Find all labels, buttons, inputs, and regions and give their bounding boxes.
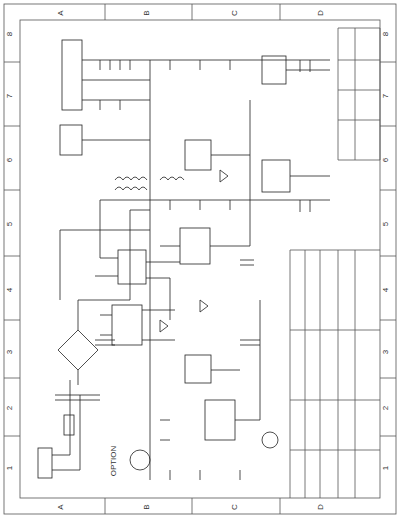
capacitor-symbol xyxy=(55,395,100,400)
inductor-symbol xyxy=(115,187,147,190)
bridge-rectifier xyxy=(58,330,98,370)
schematic-stroke xyxy=(4,4,396,514)
grid-reference: B xyxy=(143,505,151,510)
grid-reference: A xyxy=(57,11,65,16)
capacitor-symbol xyxy=(95,260,260,345)
grid-reference: 3 xyxy=(382,350,390,354)
ic-symbol xyxy=(205,400,235,440)
transistor-symbol xyxy=(262,432,278,448)
output-wires xyxy=(82,60,150,140)
output-connector xyxy=(60,125,82,155)
grid-reference: 6 xyxy=(6,158,14,162)
ic-symbol xyxy=(180,228,210,264)
ic-wires xyxy=(95,200,180,320)
outer-frame xyxy=(4,4,396,514)
grid-reference: 2 xyxy=(6,406,14,410)
fuse-symbol xyxy=(64,415,74,435)
grid-reference: D xyxy=(317,10,325,16)
grid-reference: 8 xyxy=(382,32,390,36)
grid-reference: 7 xyxy=(382,94,390,98)
revision-table xyxy=(338,28,380,160)
grid-reference: B xyxy=(143,11,151,16)
grid-reference: C xyxy=(231,504,239,510)
grid-reference: 3 xyxy=(6,350,14,354)
grid-ticks xyxy=(4,4,396,514)
grid-reference: D xyxy=(317,504,325,510)
grid-reference: 5 xyxy=(6,222,14,226)
title-block xyxy=(290,250,380,498)
bus-wires xyxy=(130,60,330,480)
transformer-symbol xyxy=(112,305,142,345)
inner-frame xyxy=(20,20,380,498)
output-connector xyxy=(62,40,82,110)
grid-reference: 1 xyxy=(6,466,14,470)
grid-reference: 6 xyxy=(382,158,390,162)
grid-reference: 2 xyxy=(382,406,390,410)
grid-reference: 5 xyxy=(382,222,390,226)
transistor-symbol xyxy=(130,450,150,470)
grid-reference: 1 xyxy=(382,466,390,470)
input-wires xyxy=(52,380,80,470)
bridge-wires xyxy=(78,300,130,385)
transformer-wires xyxy=(100,310,175,340)
control-wires xyxy=(60,200,150,300)
grid-reference: 4 xyxy=(6,288,14,292)
input-connector xyxy=(38,448,52,478)
note-label: OPTION xyxy=(110,445,118,476)
ic-symbol xyxy=(118,250,146,284)
grid-reference: 8 xyxy=(6,32,14,36)
grid-reference: C xyxy=(231,10,239,16)
ic-symbol xyxy=(262,160,290,192)
inductor-symbol xyxy=(115,177,147,180)
ic-symbol xyxy=(185,355,211,383)
diode-symbol xyxy=(160,170,228,332)
grid-reference: A xyxy=(57,505,65,510)
grid-reference: 4 xyxy=(382,288,390,292)
inductor-symbol xyxy=(160,177,184,180)
schematic-stroke xyxy=(38,40,330,480)
passive-components xyxy=(100,60,310,480)
grid-reference: 7 xyxy=(6,94,14,98)
ic-symbol xyxy=(185,140,211,170)
